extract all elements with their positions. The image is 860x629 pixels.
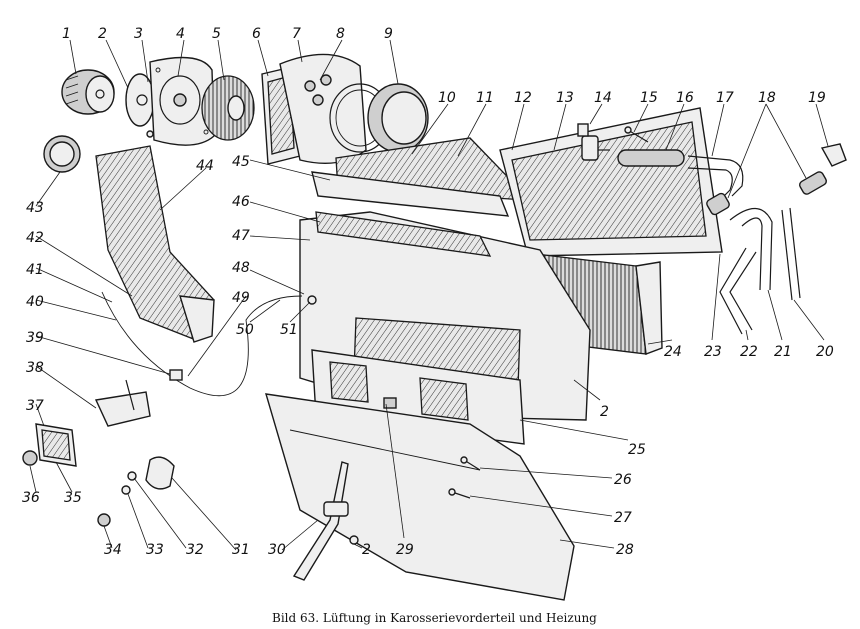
bolt-26 [460, 456, 481, 471]
figure-caption: Bild 63. Lüftung in Karosserievorderteil… [272, 611, 597, 625]
leader-lines [29, 39, 829, 551]
label-10: 10 [438, 90, 456, 106]
label-33: 33 [146, 542, 164, 558]
hose-clamps-18 [706, 171, 827, 216]
lever-bracket-38 [94, 379, 151, 427]
label-24: 24 [664, 344, 682, 360]
screw-15 [624, 126, 649, 143]
fan-housing [279, 53, 367, 165]
label-6: 6 [252, 26, 261, 42]
label-32: 32 [186, 542, 204, 558]
label-15: 15 [640, 90, 658, 106]
knob-36 [22, 450, 38, 466]
label-23: 23 [704, 344, 722, 360]
label-14: 14 [594, 90, 612, 106]
label-16: 16 [676, 90, 694, 106]
label-47: 47 [232, 228, 250, 244]
label-38: 38 [26, 360, 44, 376]
label-20: 20 [816, 344, 834, 360]
label-30: 30 [268, 542, 286, 558]
dashboard-panel [265, 393, 575, 601]
label-25: 25 [628, 442, 646, 458]
label-8: 8 [336, 26, 345, 42]
label-34: 34 [104, 542, 122, 558]
label-31: 31 [232, 542, 250, 558]
motor-bracket [125, 73, 155, 138]
part-labels: 1 2 3 4 5 6 7 8 9 10 11 12 13 14 15 16 1… [22, 26, 834, 558]
screw-2-lower [349, 535, 359, 545]
air-duct-44 [95, 145, 215, 343]
control-cable [101, 291, 303, 397]
switch-31 [145, 456, 175, 490]
label-2-lower: 2 [362, 542, 371, 558]
heater-box-cover [499, 107, 723, 257]
label-21: 21 [774, 344, 792, 360]
label-11: 11 [476, 90, 494, 106]
bolt-27 [448, 488, 471, 499]
water-valve [577, 123, 610, 161]
label-41: 41 [26, 262, 44, 278]
label-36: 36 [22, 490, 40, 506]
blower-motor [61, 69, 115, 115]
hose-22 [719, 247, 757, 335]
pipe-20 [781, 207, 801, 301]
hose-16 [617, 149, 685, 167]
label-48: 48 [232, 260, 250, 276]
hose-17 [687, 155, 744, 199]
label-43: 43 [26, 200, 44, 216]
label-35: 35 [64, 490, 82, 506]
knob-plate-37 [35, 423, 77, 467]
label-26: 26 [614, 472, 632, 488]
label-27: 27 [614, 510, 632, 526]
label-17: 17 [716, 90, 734, 106]
label-18: 18 [758, 90, 776, 106]
washers-32-34 [97, 471, 137, 527]
label-5: 5 [212, 26, 221, 42]
nozzle-43 [43, 135, 81, 173]
lever-30 [292, 461, 349, 581]
blower-plate [149, 56, 215, 146]
label-51: 51 [280, 322, 298, 338]
label-45: 45 [232, 154, 250, 170]
label-7: 7 [292, 26, 301, 42]
elbow-fitting-19 [820, 143, 847, 167]
hose-21 [729, 207, 773, 291]
label-9: 9 [384, 26, 393, 42]
label-39: 39 [26, 330, 44, 346]
label-4: 4 [176, 26, 185, 42]
label-49: 49 [232, 290, 250, 306]
blower-fan-wheel [201, 75, 255, 141]
small-fitting-49 [169, 369, 183, 381]
label-37: 37 [26, 398, 44, 414]
label-19: 19 [808, 90, 826, 106]
label-2: 2 [98, 26, 107, 42]
label-29: 29 [396, 542, 414, 558]
label-3: 3 [134, 26, 143, 42]
label-28: 28 [616, 542, 634, 558]
label-1: 1 [62, 26, 71, 42]
label-13: 13 [556, 90, 574, 106]
label-2-right: 2 [600, 404, 609, 420]
label-42: 42 [26, 230, 44, 246]
label-22: 22 [740, 344, 758, 360]
label-50: 50 [236, 322, 254, 338]
label-46: 46 [232, 194, 250, 210]
duct-sleeve [367, 83, 429, 153]
upper-cover-strip [311, 137, 532, 217]
label-44: 44 [196, 158, 214, 174]
label-12: 12 [514, 90, 532, 106]
label-40: 40 [26, 294, 44, 310]
